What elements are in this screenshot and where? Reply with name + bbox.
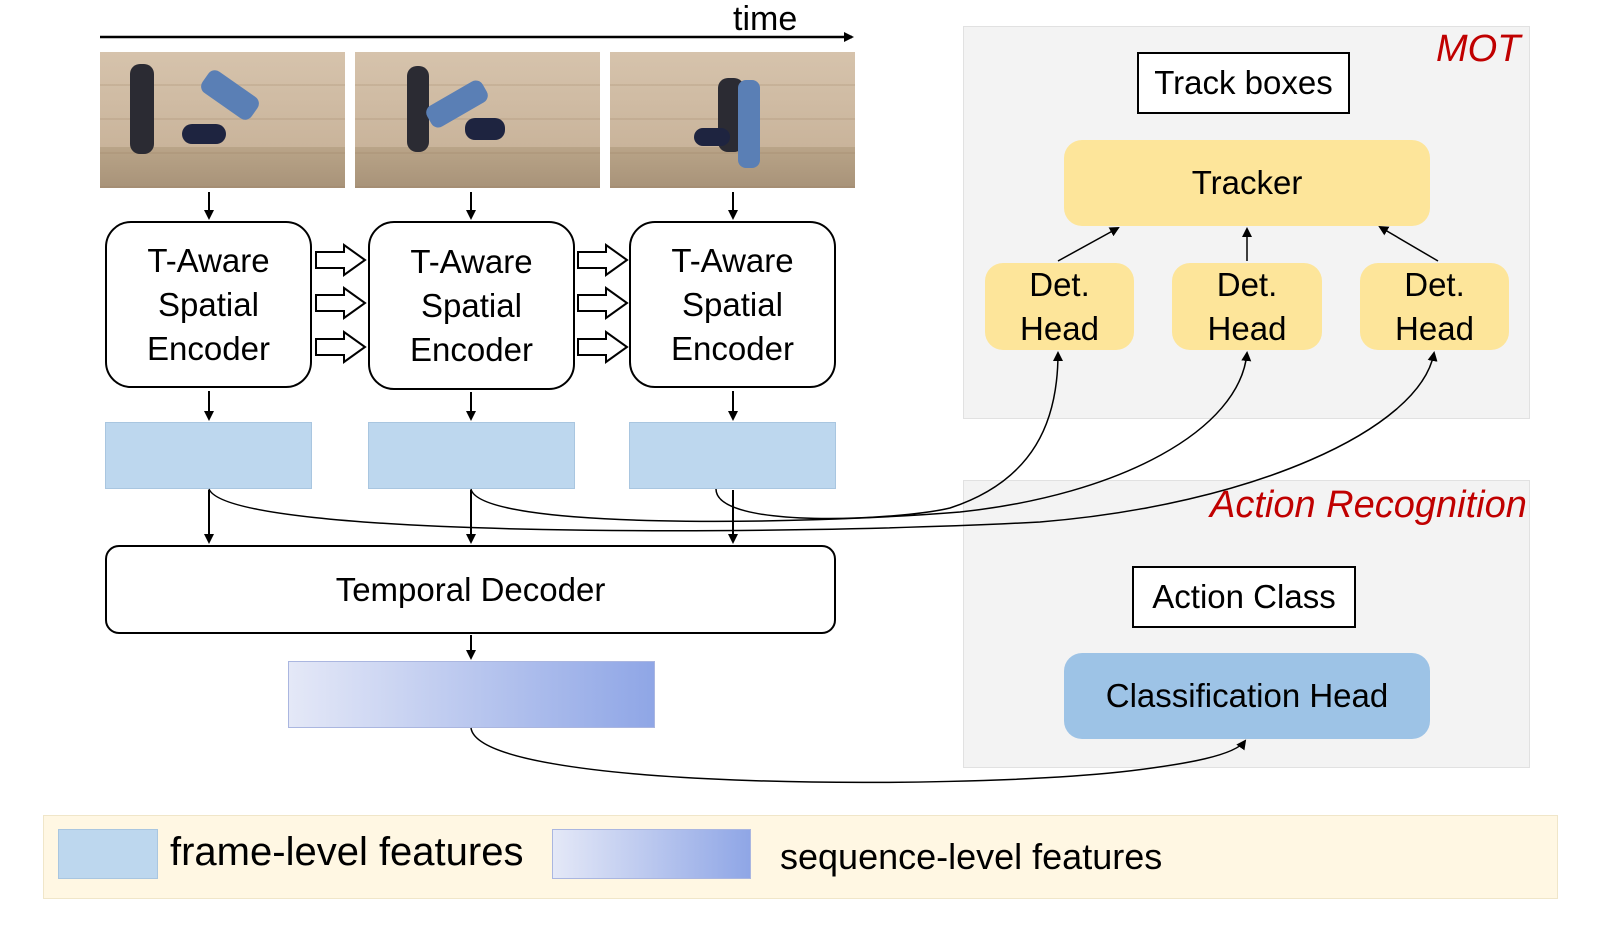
frame-feature-1	[105, 422, 312, 489]
mot-title: MOT	[1436, 28, 1521, 70]
det-head-2: Det. Head	[1172, 263, 1322, 350]
det-head-1-line-1: Det.	[1029, 265, 1090, 303]
legend	[43, 815, 1558, 899]
det-head-1: Det. Head	[985, 263, 1134, 350]
det-head-3-to-tracker-arrow	[1378, 225, 1439, 262]
det-head-1-to-tracker-arrow	[1057, 227, 1120, 262]
encoder-1-line-1: T-Aware	[147, 241, 270, 279]
t-aware-spatial-encoder-3: T-Aware Spatial Encoder	[629, 221, 836, 388]
det-head-3-line-2: Head	[1395, 309, 1474, 347]
det-head-3: Det. Head	[1360, 263, 1509, 350]
t-aware-spatial-encoder-1: T-Aware Spatial Encoder	[105, 221, 312, 388]
legend-sequence-level-swatch	[552, 829, 751, 879]
legend-frame-level-label: frame-level features	[170, 830, 524, 874]
det-head-1-line-2: Head	[1020, 309, 1099, 347]
encoder-2-line-3: Encoder	[410, 330, 533, 368]
encoder-3-line-1: T-Aware	[671, 241, 794, 279]
time-label: time	[733, 0, 798, 38]
track-boxes-box: Track boxes	[1137, 52, 1350, 114]
feature-2-to-det-head-2-curve	[470, 351, 1252, 523]
det-head-2-line-1: Det.	[1216, 265, 1278, 303]
action-class-box: Action Class	[1132, 566, 1356, 628]
tracker-box: Tracker	[1064, 140, 1430, 226]
frame-feature-3	[629, 422, 836, 489]
det-head-2-line-2: Head	[1207, 309, 1287, 347]
encoder-3-line-2: Spatial	[682, 285, 783, 323]
feature-1-to-det-head-3-curve	[208, 351, 1438, 532]
temporal-decoder: Temporal Decoder	[105, 545, 836, 634]
action-recognition-title: Action Recognition	[1210, 484, 1527, 526]
encoder-1-line-2: Spatial	[158, 285, 259, 323]
sequence-to-classification-curve	[470, 727, 1247, 784]
det-head-3-line-1: Det.	[1404, 265, 1465, 303]
video-frame-1	[100, 52, 345, 188]
frame-feature-2	[368, 422, 575, 489]
legend-sequence-level-label: sequence-level features	[780, 836, 1163, 877]
legend-frame-level-swatch	[58, 829, 158, 879]
encoder-1-line-3: Encoder	[147, 329, 270, 367]
encoder-link-arrows-2	[577, 243, 629, 364]
video-frame-3	[610, 52, 855, 188]
classification-head-box: Classification Head	[1064, 653, 1430, 739]
feature-3-to-det-head-1-curve	[715, 351, 1063, 520]
video-frame-2	[355, 52, 600, 188]
encoder-2-line-1: T-Aware	[410, 242, 533, 280]
t-aware-spatial-encoder-2: T-Aware Spatial Encoder	[368, 221, 575, 390]
encoder-link-arrows-1	[315, 243, 367, 364]
encoder-3-line-3: Encoder	[671, 329, 794, 367]
sequence-feature	[288, 661, 655, 728]
encoder-2-line-2: Spatial	[421, 286, 522, 324]
